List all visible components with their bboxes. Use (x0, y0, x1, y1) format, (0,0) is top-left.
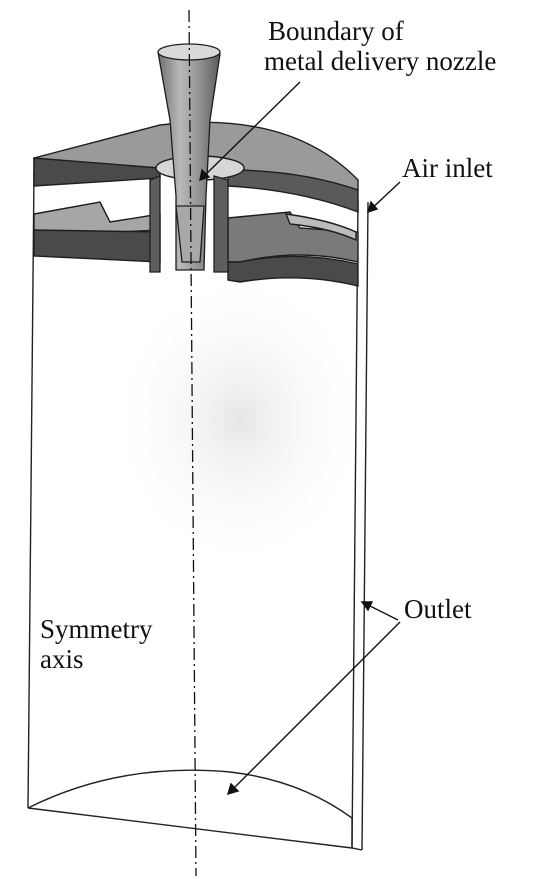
nozzle-housing-left (149, 175, 161, 273)
chamber-bottom-rim (27, 769, 353, 819)
chamber-right-wall-outer (361, 201, 369, 851)
chamber-right-wall (351, 199, 359, 849)
nozzle-boundary-label-line2: metal delivery nozzle (264, 46, 497, 76)
nozzle-boundary-label-line1: Boundary of (268, 16, 404, 46)
lower-plate-right-front (227, 255, 359, 287)
symmetry-axis-label-line2: axis (40, 644, 84, 674)
nozzle-housing-right (213, 175, 229, 273)
outlet-arrow-bottom (227, 621, 401, 795)
nozzle (149, 43, 229, 273)
leader-lines (199, 81, 401, 796)
chamber-body (27, 171, 369, 851)
chamber-left-wall (27, 171, 35, 809)
air-inlet-channel (284, 213, 357, 242)
top-cap-side-face (227, 169, 359, 214)
spray-haze (110, 270, 370, 570)
outlet-label: Outlet (404, 594, 472, 624)
lower-plate (33, 201, 359, 287)
air-inlet-label: Air inlet (402, 153, 493, 183)
symmetry-axis-label-line1: Symmetry (40, 614, 153, 644)
nozzle-boundary-arrow (199, 81, 301, 181)
nozzle-boundary-label: Boundary of metal delivery nozzle (264, 16, 496, 76)
symmetry-axis-label: Symmetry axis (40, 614, 153, 674)
lower-plate-front-face (33, 229, 161, 263)
nozzle-tip (175, 205, 205, 263)
symmetry-axis-line (188, 9, 197, 877)
